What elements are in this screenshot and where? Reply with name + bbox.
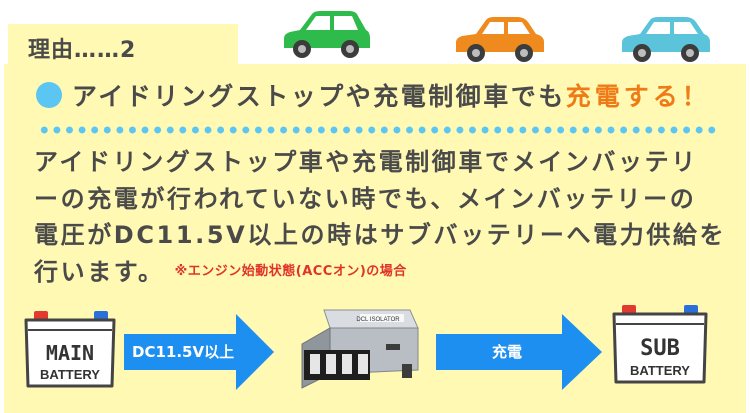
- main-battery-icon: MAIN BATTERY: [24, 311, 116, 388]
- sub-battery-line2: BATTERY: [630, 363, 690, 378]
- body-paragraph: アイドリングストップ車や充電制御車でメインバッテリ ーの充電が行われていない時で…: [34, 144, 724, 291]
- green-car-icon: [284, 11, 370, 58]
- voltage-arrow-label: DC11.5V以上: [132, 343, 235, 361]
- cyan-car-icon: [622, 17, 710, 62]
- arrow-right-icon: [124, 314, 274, 390]
- body-line-last: 行います。 ※エンジン始動状態(ACCオン)の場合: [34, 254, 724, 291]
- headline-text: アイドリングストップや充電制御車でも: [72, 82, 566, 111]
- device-label: DCL ISOLATOR: [356, 317, 400, 323]
- reason-tab: [8, 24, 238, 66]
- main-battery-line1: MAIN: [46, 341, 94, 365]
- isolator-device-icon: DCL ISOLATOR: [301, 309, 419, 389]
- bullet-circle-icon: [36, 82, 62, 108]
- arrow-right-icon: [436, 314, 602, 390]
- body-line: アイドリングストップ車や充電制御車でメインバッテリ: [34, 148, 698, 176]
- charge-arrow-label: 充電: [492, 343, 523, 361]
- dotted-divider: [38, 125, 718, 135]
- body-line-text: 行います。: [34, 257, 165, 286]
- sub-battery-line1: SUB: [640, 336, 680, 361]
- body-line: 電圧がDC11.5V以上の時はサブバッテリーへ電力供給を: [34, 221, 727, 249]
- headline: アイドリングストップや充電制御車でも 充電する！: [36, 78, 711, 112]
- body-line: ーの充電が行われていない時でも、メインバッテリーの: [34, 184, 697, 213]
- body-note: ※エンジン始動状態(ACCオン)の場合: [174, 264, 407, 280]
- main-battery-line2: BATTERY: [40, 367, 100, 382]
- reason-title: 理由……2: [28, 38, 137, 63]
- orange-car-icon: [456, 17, 544, 62]
- sub-battery-icon: SUB BATTERY: [612, 305, 708, 384]
- headline-accent: 充電する！: [565, 82, 711, 111]
